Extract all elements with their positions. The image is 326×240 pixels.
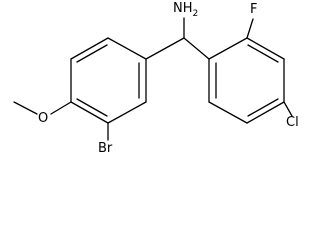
bond-to-chlorine: [283, 101, 293, 117]
bond: [70, 37, 109, 60]
bond: [107, 101, 147, 124]
oxygen-label: O: [38, 111, 49, 126]
bond-lines: [13, 17, 293, 141]
double-bond-inner: [247, 98, 279, 117]
bond: [246, 101, 285, 124]
fluorine-label: F: [250, 2, 258, 17]
bond-to-fluorine: [246, 18, 254, 39]
bond-methyl: [13, 101, 38, 115]
molecule-drawing: NH2 F Cl Br O: [13, 1, 299, 156]
amine-label: NH2: [173, 1, 199, 20]
amine-subscript: 2: [192, 9, 199, 19]
chlorine-label: Cl: [286, 115, 299, 130]
bromine-label: Br: [98, 141, 113, 156]
bond: [208, 101, 248, 124]
bond-to-oxygen: [50, 101, 72, 115]
amine-symbol: NH: [173, 1, 193, 16]
bond: [145, 37, 185, 60]
double-bond-inner: [76, 44, 108, 63]
bond: [246, 37, 285, 60]
bond: [107, 37, 147, 60]
bond: [183, 37, 210, 60]
bond: [70, 101, 109, 124]
bond: [208, 37, 248, 60]
double-bond-inner: [247, 44, 279, 63]
double-bond-inner: [76, 98, 108, 117]
